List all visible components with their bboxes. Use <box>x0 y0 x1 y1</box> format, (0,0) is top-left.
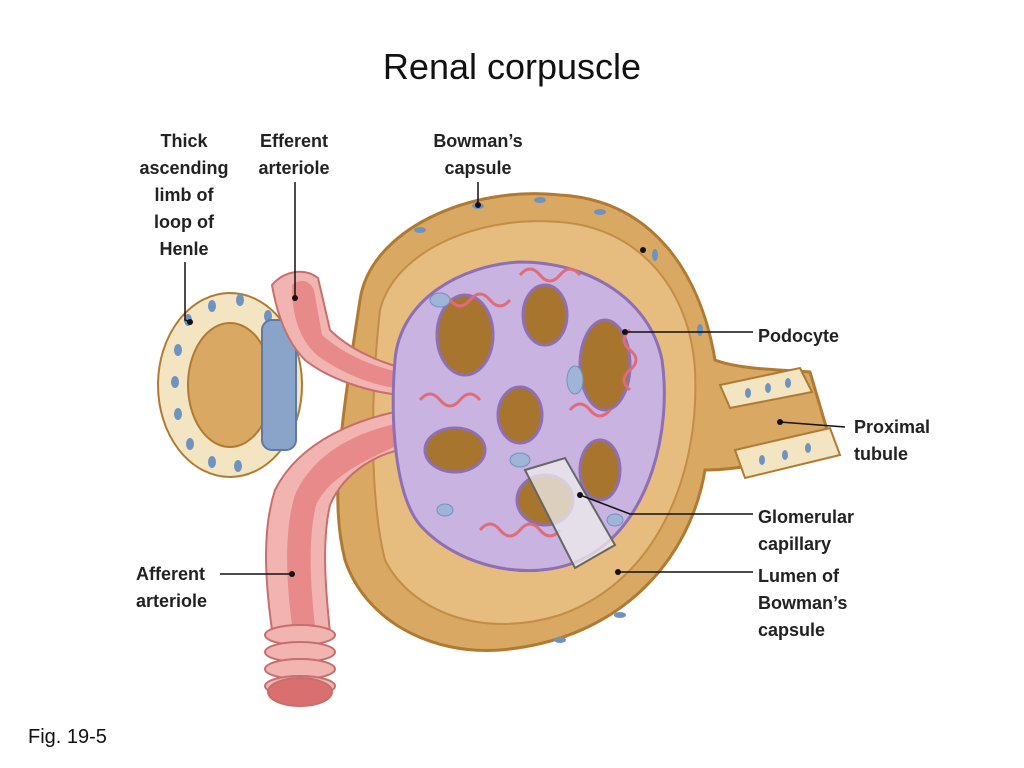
leader-lines <box>184 182 846 575</box>
slide-title: Renal corpuscle <box>382 46 642 87</box>
label-lumen-bowmans-capsule: Lumen of Bowman’s capsule <box>758 566 848 640</box>
proximal-tubule-shape <box>718 366 842 480</box>
inset-panel-shape <box>523 456 617 570</box>
label-glomerular-capillary: Glomerular capillary <box>758 507 855 554</box>
figure-caption: Fig. 19-5 <box>28 726 107 748</box>
label-podocyte: Podocyte <box>758 326 840 346</box>
label-proximal-tubule: Proximal tubule <box>854 417 931 464</box>
thick-ascending-limb-shape <box>157 292 303 478</box>
label-bowmans-capsule: Bowman’s capsule <box>433 131 523 178</box>
leader-dots <box>187 202 783 577</box>
label-thick-ascending-limb: Thick ascending limb of loop of Henle <box>139 131 229 259</box>
label-afferent-arteriole: Afferent arteriole <box>136 564 208 611</box>
label-efferent-arteriole: Efferent arteriole <box>258 131 330 178</box>
glomerulus-shape <box>391 260 666 573</box>
afferent-arteriole-shape <box>264 408 412 707</box>
